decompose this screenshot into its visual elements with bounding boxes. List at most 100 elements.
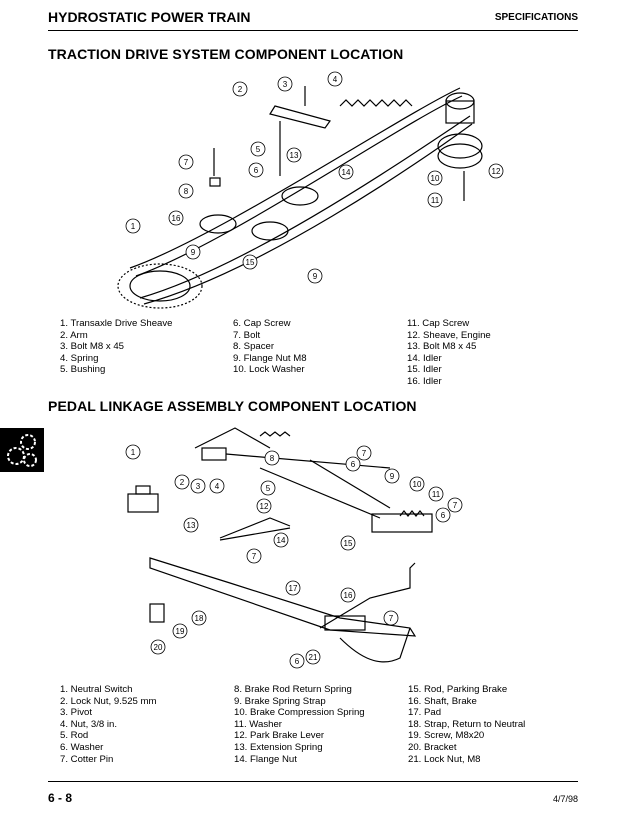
legend-item: 20. Bracket bbox=[408, 741, 457, 753]
page-date: 4/7/98 bbox=[552, 794, 578, 804]
legend-item: 9. Brake Spring Strap bbox=[234, 695, 326, 707]
callout-label: 8 bbox=[184, 187, 189, 196]
callout-label: 18 bbox=[195, 614, 204, 623]
callout-label: 11 bbox=[432, 490, 441, 499]
legend-item: 3. Bolt M8 x 45 bbox=[60, 341, 124, 353]
callout-label: 7 bbox=[453, 501, 458, 510]
callout-label: 2 bbox=[238, 85, 243, 94]
callout-label: 6 bbox=[351, 460, 356, 469]
legend-item: 6. Cap Screw bbox=[233, 318, 291, 329]
legend-item: 13. Bolt M8 x 45 bbox=[407, 341, 477, 353]
legend-item: 14. Flange Nut bbox=[234, 753, 297, 765]
header-rule bbox=[48, 30, 578, 31]
gears-icon bbox=[7, 434, 37, 467]
legend-item: 5. Bushing bbox=[60, 364, 106, 376]
callout-label: 4 bbox=[215, 482, 220, 491]
legend-item: 1. Transaxle Drive Sheave bbox=[60, 318, 173, 329]
callout-label: 6 bbox=[295, 657, 300, 666]
legend-item: 14. Idler bbox=[407, 352, 442, 364]
pedal-callouts: 1 2 3 4 5 6 7 8 9 10 11 6 7 12 13 14 15 … bbox=[125, 444, 463, 669]
legend-item: 7. Cotter Pin bbox=[60, 753, 114, 765]
legend-item: 15. Idler bbox=[407, 364, 442, 376]
callout-label: 9 bbox=[191, 248, 196, 257]
legend-item: 3. Pivot bbox=[60, 707, 92, 719]
callout-label: 7 bbox=[389, 614, 394, 623]
callout-label: 8 bbox=[270, 454, 275, 463]
page-header-title: HYDROSTATIC POWER TRAIN bbox=[48, 9, 251, 25]
legend-item: 18. Strap, Return to Neutral bbox=[408, 718, 526, 730]
legend-item: 8. Brake Rod Return Spring bbox=[234, 684, 352, 695]
legend-item: 1. Neutral Switch bbox=[60, 684, 133, 695]
callout-label: 3 bbox=[283, 80, 288, 89]
legend-item: 7. Bolt bbox=[233, 329, 261, 341]
page-header-section: SPECIFICATIONS bbox=[494, 12, 578, 23]
callout-label: 9 bbox=[390, 472, 395, 481]
callout-label: 13 bbox=[290, 151, 299, 160]
legend-item: 11. Cap Screw bbox=[407, 318, 470, 329]
callout-label: 16 bbox=[344, 591, 353, 600]
legend-item: 11. Washer bbox=[234, 718, 282, 730]
legend-item: 16. Idler bbox=[407, 375, 442, 387]
callout-label: 14 bbox=[277, 536, 286, 545]
callout-label: 10 bbox=[413, 480, 422, 489]
callout-label: 7 bbox=[184, 158, 189, 167]
callout-label: 2 bbox=[180, 478, 185, 487]
legend-item: 8. Spacer bbox=[233, 341, 275, 353]
legend-item: 4. Nut, 3/8 in. bbox=[60, 718, 118, 730]
callout-label: 4 bbox=[333, 75, 338, 84]
callout-label: 20 bbox=[154, 643, 163, 652]
callout-label: 12 bbox=[260, 502, 269, 511]
callout-label: 6 bbox=[254, 166, 259, 175]
legend-column: 8. Brake Rod Return Spring 9. Brake Spri… bbox=[234, 684, 365, 765]
side-tab bbox=[0, 428, 44, 472]
footer-rule bbox=[48, 781, 578, 782]
legend-item: 9. Flange Nut M8 bbox=[233, 352, 307, 364]
traction-legend: 1. Transaxle Drive Sheave 2. Arm 3. Bolt… bbox=[60, 318, 580, 390]
legend-column: 1. Transaxle Drive Sheave 2. Arm 3. Bolt… bbox=[60, 318, 173, 376]
legend-item: 19. Screw, M8x20 bbox=[408, 730, 485, 742]
callout-label: 13 bbox=[187, 521, 196, 530]
legend-item: 12. Park Brake Lever bbox=[234, 730, 325, 742]
legend-item: 21. Lock Nut, M8 bbox=[408, 753, 481, 765]
callout-label: 10 bbox=[431, 174, 440, 183]
legend-item: 17. Pad bbox=[408, 707, 442, 719]
callout-label: 11 bbox=[431, 196, 440, 205]
callout-label: 1 bbox=[131, 448, 136, 457]
callout-label: 15 bbox=[344, 539, 353, 548]
callout-label: 7 bbox=[362, 449, 367, 458]
legend-item: 15. Rod, Parking Brake bbox=[408, 684, 508, 695]
callout-label: 17 bbox=[289, 584, 298, 593]
legend-item: 2. Lock Nut, 9.525 mm bbox=[60, 695, 157, 707]
callout-label: 14 bbox=[342, 168, 351, 177]
callout-label: 7 bbox=[252, 552, 257, 561]
legend-item: 16. Shaft, Brake bbox=[408, 695, 477, 707]
callout-label: 5 bbox=[256, 145, 261, 154]
callout-label: 15 bbox=[246, 258, 255, 267]
callout-label: 1 bbox=[131, 222, 136, 231]
section-title-traction: TRACTION DRIVE SYSTEM COMPONENT LOCATION bbox=[48, 46, 404, 62]
pedal-legend: 1. Neutral Switch 2. Lock Nut, 9.525 mm … bbox=[60, 684, 580, 768]
legend-item: 2. Arm bbox=[60, 329, 88, 341]
legend-item: 5. Rod bbox=[60, 730, 89, 742]
callout-label: 3 bbox=[196, 482, 201, 491]
legend-column: 6. Cap Screw 7. Bolt 8. Spacer 9. Flange… bbox=[233, 318, 307, 376]
legend-column: 1. Neutral Switch 2. Lock Nut, 9.525 mm … bbox=[60, 684, 157, 765]
callout-label: 16 bbox=[172, 214, 181, 223]
callout-label: 6 bbox=[441, 511, 446, 520]
callout-label: 12 bbox=[492, 167, 501, 176]
legend-item: 6. Washer bbox=[60, 741, 104, 753]
callout-label: 5 bbox=[266, 484, 271, 493]
callout-label: 21 bbox=[309, 653, 318, 662]
traction-drive-diagram: 1 2 3 4 5 6 7 8 9 9 10 11 12 13 14 15 16 bbox=[117, 71, 504, 309]
legend-item: 12. Sheave, Engine bbox=[407, 329, 491, 341]
legend-item: 4. Spring bbox=[60, 352, 99, 364]
legend-item: 13. Extension Spring bbox=[234, 741, 323, 753]
legend-item: 10. Brake Compression Spring bbox=[234, 707, 365, 719]
legend-column: 11. Cap Screw 12. Sheave, Engine 13. Bol… bbox=[407, 318, 491, 388]
callout-label: 9 bbox=[313, 272, 318, 281]
callout-label: 19 bbox=[176, 627, 185, 636]
legend-column: 15. Rod, Parking Brake 16. Shaft, Brake … bbox=[408, 684, 525, 765]
page-number: 6 - 8 bbox=[48, 791, 73, 805]
legend-item: 10. Lock Washer bbox=[233, 364, 305, 376]
pedal-linkage-diagram: 1 2 3 4 5 6 7 8 9 10 11 6 7 12 13 14 15 … bbox=[125, 427, 463, 669]
